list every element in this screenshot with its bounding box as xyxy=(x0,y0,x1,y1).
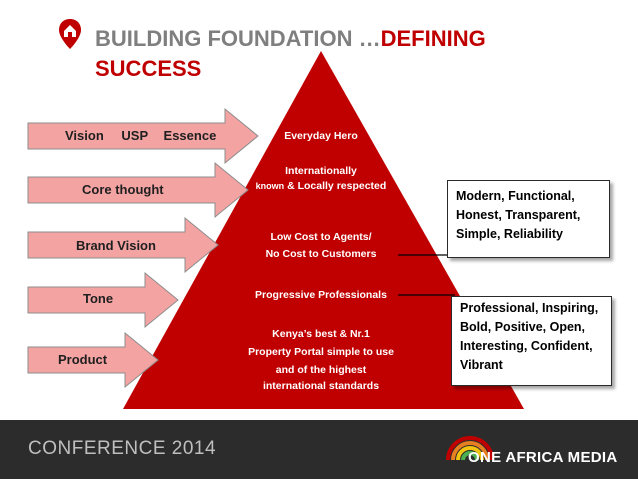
brand-trait-line: Honest, Transparent, xyxy=(456,208,581,222)
tier-everyday-hero: Everyday Hero xyxy=(284,130,358,142)
conference-label: CONFERENCE 2014 xyxy=(28,438,217,459)
house-pin-logo-icon xyxy=(59,19,81,49)
arrow-vision xyxy=(27,107,259,165)
pyramid-diagram xyxy=(27,51,610,409)
tone-trait-line: Vibrant xyxy=(460,358,503,372)
tier2-small: known xyxy=(255,181,285,191)
tier5-line2: Property Portal simple to use xyxy=(248,346,394,358)
arrow-core-thought xyxy=(27,161,249,219)
pyramid-shape xyxy=(123,51,524,409)
brand-traits-box: Modern, Functional, Honest, Transparent,… xyxy=(447,180,610,258)
tier-kenyas-best: Kenya’s best & Nr.1 Property Portal simp… xyxy=(221,326,421,394)
brand-trait-line: Simple, Reliability xyxy=(456,227,563,241)
tone-trait-line: Interesting, Confident, xyxy=(460,339,593,353)
arrow-label-brand-vision: Brand Vision xyxy=(76,238,156,253)
tier2-line1: Internationally xyxy=(285,165,357,177)
arrow-brand-vision xyxy=(27,216,219,274)
arrow-label-core-thought: Core thought xyxy=(82,182,164,197)
tier-low-cost: Low Cost to Agents/ No Cost to Customers xyxy=(231,230,411,264)
title-main: BUILDING FOUNDATION … xyxy=(95,26,381,51)
tier-internationally: Internationally known & Locally respecte… xyxy=(226,164,416,194)
tier3-line1: Low Cost to Agents/ xyxy=(270,231,372,243)
vision-label: Vision xyxy=(65,128,104,143)
tier3-line2: No Cost to Customers xyxy=(265,248,377,260)
brand-trait-line: Modern, Functional, xyxy=(456,189,575,203)
arrow-tone xyxy=(27,271,179,329)
tier5-line4: international standards xyxy=(262,380,380,392)
title-accent: DEFINING xyxy=(380,26,486,51)
footer-bar xyxy=(0,420,638,479)
title-line2: SUCCESS xyxy=(95,56,202,81)
usp-label: USP xyxy=(121,128,148,143)
brand-name: ONE AFRICA MEDIA xyxy=(468,449,618,466)
arrow-label-product: Product xyxy=(58,352,108,367)
tone-traits-box: Professional, Inspiring, Bold, Positive,… xyxy=(451,296,612,386)
slide-title: BUILDING FOUNDATION …DEFINING SUCCESS xyxy=(95,24,486,84)
arrow-label-vision: Vision USP Essence xyxy=(65,128,216,143)
tier5-line1: Kenya’s best & Nr.1 xyxy=(272,328,370,340)
tier2-line2: & Locally respected xyxy=(287,180,387,192)
tone-trait-line: Professional, Inspiring, xyxy=(460,301,599,315)
essence-label: Essence xyxy=(163,128,217,143)
arrow-label-tone: Tone xyxy=(83,291,114,306)
rainbow-arcs-icon xyxy=(446,436,494,461)
arrow-product xyxy=(27,331,159,389)
tier5-line3: and of the highest xyxy=(275,364,367,376)
tier-progressive-professionals: Progressive Professionals xyxy=(255,289,387,301)
tone-trait-line: Bold, Positive, Open, xyxy=(460,320,586,334)
